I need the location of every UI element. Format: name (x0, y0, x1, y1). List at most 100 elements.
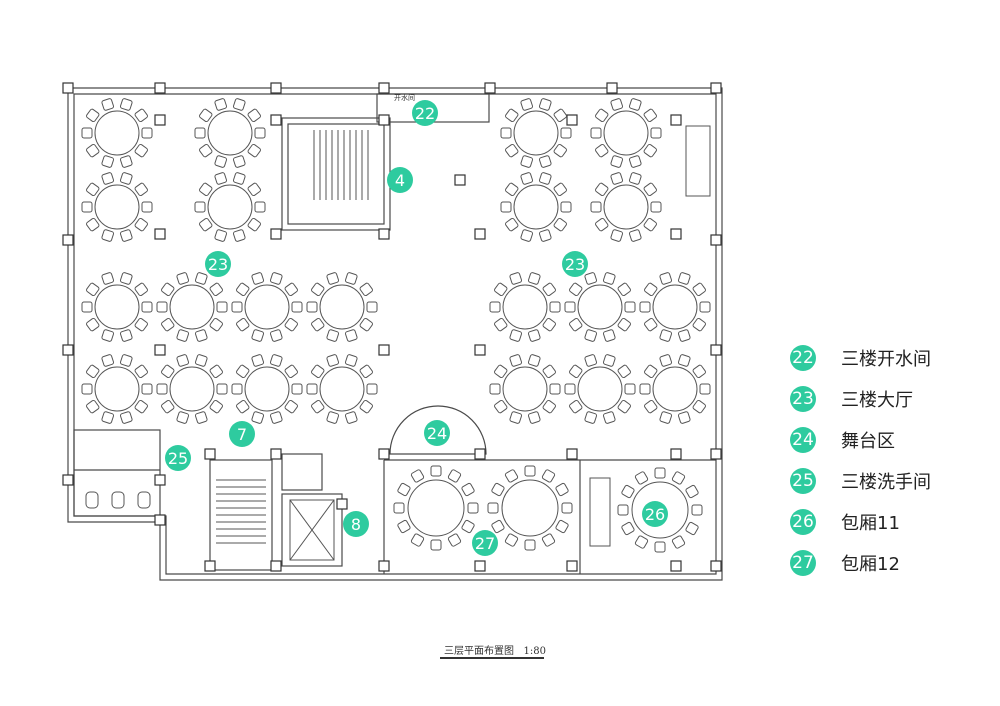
chair (134, 364, 148, 379)
chair (505, 182, 519, 197)
chair (509, 354, 523, 367)
chair (247, 143, 261, 158)
chair (209, 317, 223, 332)
chair (500, 201, 512, 213)
chair (520, 98, 534, 111)
legend-label: 舞台区 (841, 431, 895, 452)
structural-column (566, 448, 578, 460)
chair (410, 469, 425, 483)
structural-column (378, 114, 390, 126)
chair (639, 383, 651, 395)
caption-title: 三层平面布置图 (444, 646, 514, 657)
chair (538, 229, 552, 242)
legend-label: 三楼开水间 (841, 349, 931, 370)
chair (214, 155, 228, 168)
chair (359, 399, 373, 414)
chair (447, 533, 462, 547)
chair (101, 354, 115, 367)
elevator-shaft (281, 493, 343, 567)
chair (549, 383, 561, 395)
legend-row: 26 包厢11 (790, 508, 900, 536)
chair (560, 201, 572, 213)
chair (251, 354, 265, 367)
legend-badge: 23 (790, 386, 816, 412)
chair (659, 411, 673, 424)
round-table (513, 184, 559, 230)
chair (538, 155, 552, 168)
chair (119, 411, 133, 424)
chair (677, 354, 691, 367)
structural-column (378, 448, 390, 460)
chair (214, 98, 228, 111)
structural-column (62, 82, 74, 94)
chair (671, 535, 686, 549)
chair (595, 108, 609, 123)
chair (161, 282, 175, 297)
chair (209, 364, 223, 379)
chair (311, 317, 325, 332)
chair (101, 229, 115, 242)
legend-row: 27 包厢12 (790, 549, 900, 577)
chair (134, 182, 148, 197)
chair (564, 383, 576, 395)
round-table (207, 110, 253, 156)
chair (541, 533, 556, 547)
chair (176, 354, 190, 367)
structural-column (270, 560, 282, 572)
chair (699, 301, 711, 313)
chair (491, 519, 505, 534)
chair (81, 201, 93, 213)
round-table (513, 110, 559, 156)
chair (232, 229, 246, 242)
toilet-fixture (85, 491, 99, 509)
round-table (502, 366, 548, 412)
plan-badge (642, 501, 668, 527)
chair (134, 282, 148, 297)
plan-badge-number: 22 (415, 104, 435, 123)
plan-badge (387, 167, 413, 193)
chair (643, 217, 657, 232)
round-table (631, 481, 689, 539)
structural-column (154, 82, 166, 94)
chair (141, 201, 153, 213)
chair (520, 229, 534, 242)
chair (134, 317, 148, 332)
round-table (502, 284, 548, 330)
chair (81, 301, 93, 313)
chair (269, 354, 283, 367)
structural-column (62, 474, 74, 486)
chair (644, 282, 658, 297)
chair (344, 272, 358, 285)
chair (176, 272, 190, 285)
chair (628, 172, 642, 185)
chair (584, 329, 598, 342)
legend-label: 三楼洗手间 (841, 472, 931, 493)
chair (634, 535, 649, 549)
round-table (244, 366, 290, 412)
chair (509, 411, 523, 424)
chair (101, 172, 115, 185)
structural-column (454, 174, 466, 186)
chair (467, 502, 479, 514)
chair (236, 364, 250, 379)
chair (134, 108, 148, 123)
chair (610, 155, 624, 168)
chair (251, 329, 265, 342)
chair (650, 127, 662, 139)
chair (542, 399, 556, 414)
chair (344, 354, 358, 367)
chair (553, 182, 567, 197)
chair (505, 217, 519, 232)
caption-scale: 1:80 (523, 646, 547, 657)
chair (231, 383, 243, 395)
chair (214, 172, 228, 185)
legend-row: 24 舞台区 (790, 426, 895, 454)
structural-column (670, 114, 682, 126)
plan-badge-number: 23 (208, 255, 228, 274)
chair (269, 329, 283, 342)
chair (397, 519, 411, 534)
chair (134, 217, 148, 232)
chair (161, 399, 175, 414)
chair (194, 354, 208, 367)
chair (489, 301, 501, 313)
